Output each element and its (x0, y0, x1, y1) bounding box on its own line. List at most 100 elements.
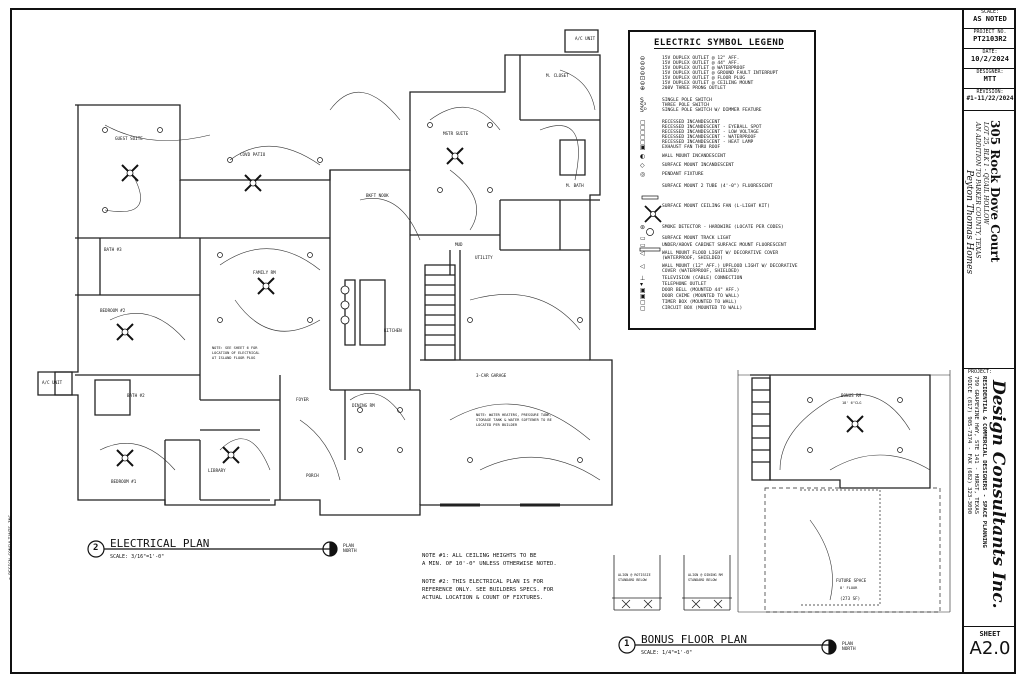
garage-note: NOTE: WATER HEATERS, PRESSURE TANK, STOR… (476, 413, 552, 427)
date-value: 10/2/2024 (971, 55, 1009, 63)
date-cell: DATE: 10/2/2024 (964, 48, 1016, 69)
legend-symbol-icon: ▣ (640, 287, 646, 294)
project-no-value: PT2103R2 (973, 35, 1007, 43)
legend-item: WALL MOUNT INCANDESCENT (662, 154, 726, 159)
legend-symbol-icon: ▢ (640, 124, 646, 131)
firm-cell: PROJECT: Design Consultants Inc. RESIDEN… (964, 368, 1016, 627)
project-title-cell: 305 Rock Dove Court LOT 25, BLK 1 - QUAI… (964, 110, 1016, 369)
bonus-plan-number: 1 (624, 639, 630, 649)
legend-item: 15V DUPLEX OUTLET @ WATERPROOF (662, 66, 745, 71)
legend-item: SURFACE MOUNT INCANDESCENT (662, 163, 734, 168)
legend-item: THREE POLE SWITCH (662, 103, 710, 108)
legend-symbol-icon: ◁ (640, 250, 645, 257)
room-garage: 3-CAR GARAGE (476, 373, 507, 378)
project-no-label: PROJECT NO. (973, 29, 1007, 35)
sheet-number: A2.0 (969, 638, 1011, 659)
legend-item: SINGLE POLE SWITCH (662, 98, 712, 103)
room-future-sf: (273 SF) (840, 596, 861, 601)
legend-symbol-icon: ▢ (640, 139, 646, 146)
project-title: 305 Rock Dove Court (988, 120, 1002, 263)
room-future-size: 8' FLOOR (840, 586, 858, 590)
legend-item: RECESSED INCANDESCENT (662, 120, 721, 125)
room-mud: MUD (455, 242, 463, 247)
legend-item: RECESSED INCANDESCENT - EYEBALL SPOT (662, 125, 762, 130)
legend-symbol-icon: S (640, 97, 644, 104)
legend-symbol-icon: ▢ (640, 299, 646, 306)
legend-item: WALL MOUNT (12" AFF.) UPFLOOD LIGHT W/ D… (662, 264, 798, 269)
note-1: NOTE #1: ALL CEILING HEIGHTS TO BE A MIN… (422, 553, 557, 567)
room-m-closet: M. CLOSET (546, 73, 569, 78)
legend-item: 15V DUPLEX OUTLET @ CEILING MOUNT (662, 81, 754, 86)
room-ac-unit-1: A/C UNIT (575, 36, 596, 41)
bonus-plan-north: PLAN NORTH (842, 642, 856, 652)
legend-item: SURFACE MOUNT TRACK LIGHT (662, 236, 732, 241)
electric-symbol-legend: ELECTRIC SYMBOL LEGEND 15V DUPLEX OUTLET… (628, 30, 816, 330)
legend-item: (WATERPROOF, SHIELDED) (662, 256, 723, 261)
legend-symbol-icon: ⊛ (640, 224, 646, 231)
room-bonus: BONUS RM (841, 393, 862, 398)
firm-sub-2: 799 GRAPEVINE HWY, STE 141 - HURST, TEXA… (973, 376, 979, 515)
room-dining: DINING RM (352, 403, 375, 408)
legend-item: TELEVISION (CABLE) CONNECTION (662, 276, 743, 281)
room-m-bath: M. BATH (566, 183, 584, 188)
room-bedroom-2: BEDROOM #2 (100, 308, 126, 313)
designer-value: MTT (983, 75, 997, 83)
legend-item: RECESSED INCANDESCENT - HEAT LAMP (662, 140, 754, 145)
legend-symbol-icon: ◐ (640, 153, 646, 160)
electrical-plan-scale: SCALE: 3/16"=1'-0" (110, 554, 165, 560)
legend-item: SINGLE POLE SWITCH W/ DIMMER FEATURE (662, 108, 762, 113)
room-porch: PORCH (306, 473, 319, 478)
legend-symbol-icon: ◎ (640, 171, 646, 178)
legend-item: UNDER/ABOVE CABINET SURFACE MOUNT FLUORE… (662, 243, 787, 248)
room-covd-patio: COVD PATIO (240, 152, 266, 157)
project-sub-1: LOT 25, BLK 1 - QUAIL HOLLOW (982, 122, 989, 225)
legend-symbol-icon: ◇ (640, 162, 645, 169)
firm-name: Design Consultants Inc. (988, 380, 1008, 609)
legend-item: WALL MOUNT FLOOD LIGHT W/ DECORATIVE COV… (662, 251, 779, 256)
legend-symbol-icon: ⊖ (640, 55, 646, 62)
electrical-plan-north: PLAN NORTH (343, 544, 357, 554)
legend-symbol-icon: ▢ (640, 134, 646, 141)
legend-item: 15V DUPLEX OUTLET @ 44" AFF. (662, 61, 740, 66)
builder-name: Peyton Thomas Homes (964, 170, 974, 275)
legend-symbol-icon: ⊖ (640, 60, 646, 67)
legend-item: RECESSED INCANDESCENT - LOW VOLTAGE (662, 130, 759, 135)
legend-symbol-icon: ▭ (640, 235, 646, 242)
legend-item: 15V DUPLEX OUTLET @ GROUND FAULT INTERRU… (662, 71, 779, 76)
island-note: NOTE: SEE SHEET 6 FOR LOCATION OF ELECTR… (212, 346, 260, 360)
legend-item: EXHAUST FAN THRU ROOF (662, 145, 721, 150)
legend-symbol-icon: S³ (640, 102, 647, 109)
sheet-border (10, 8, 1016, 674)
legend-symbol-icon: ▾ (640, 281, 644, 288)
legend-symbol-icon: ▭ (640, 242, 646, 249)
room-bkft-nook: BKFT NOOK (366, 193, 389, 198)
legend-title: ELECTRIC SYMBOL LEGEND (654, 38, 785, 49)
room-library: LIBRARY (208, 468, 226, 473)
legend-symbol-icon: ⊖ (640, 70, 646, 77)
designer-label: DESIGNER: (976, 69, 1004, 75)
copyright: © DESIGN CONSULTANTS INC. (9, 512, 14, 580)
room-bedroom-1: BEDROOM #1 (111, 479, 137, 484)
legend-item: SMOKE DETECTOR - HARDWIRE (LOCATE PER CO… (662, 225, 784, 230)
legend-symbol-icon: ⊡ (640, 75, 646, 82)
bonus-plan-scale: SCALE: 1/4"=1'-0" (641, 650, 693, 656)
legend-symbol-icon: ▣ (640, 144, 646, 151)
detail-2-label: ALIGN @ DINING RM STANDARD BELOW (688, 573, 723, 582)
room-future-space: FUTURE SPACE (836, 578, 867, 583)
legend-item: COVER (WATERPROOF, SHIELDED) (662, 269, 740, 274)
legend-item: PENDANT FIXTURE (662, 172, 704, 177)
project-cell-label: PROJECT: (968, 369, 993, 375)
room-foyer: FOYER (296, 397, 309, 402)
legend-item: TIMER BOX (MOUNTED TO WALL) (662, 300, 737, 305)
room-mstr-suite: MSTR SUITE (443, 131, 469, 136)
revision-cell: REVISION: #1-11/22/2024 (964, 88, 1016, 111)
legend-item: 15V DUPLEX OUTLET @ 12" AFF. (662, 56, 740, 61)
room-ac-unit-2: A/C UNIT (42, 380, 63, 385)
legend-symbol-icon: ▢ (640, 129, 646, 136)
note-2: NOTE #2: THIS ELECTRICAL PLAN IS FOR REF… (422, 579, 554, 601)
legend-symbol-icon: ⊥ (640, 275, 646, 282)
legend-symbol-icon: ▢ (640, 305, 646, 312)
detail-1-label: ALIGN @ ROTISSIE STANDARD BELOW (618, 573, 651, 582)
electrical-plan-number: 2 (93, 543, 99, 553)
